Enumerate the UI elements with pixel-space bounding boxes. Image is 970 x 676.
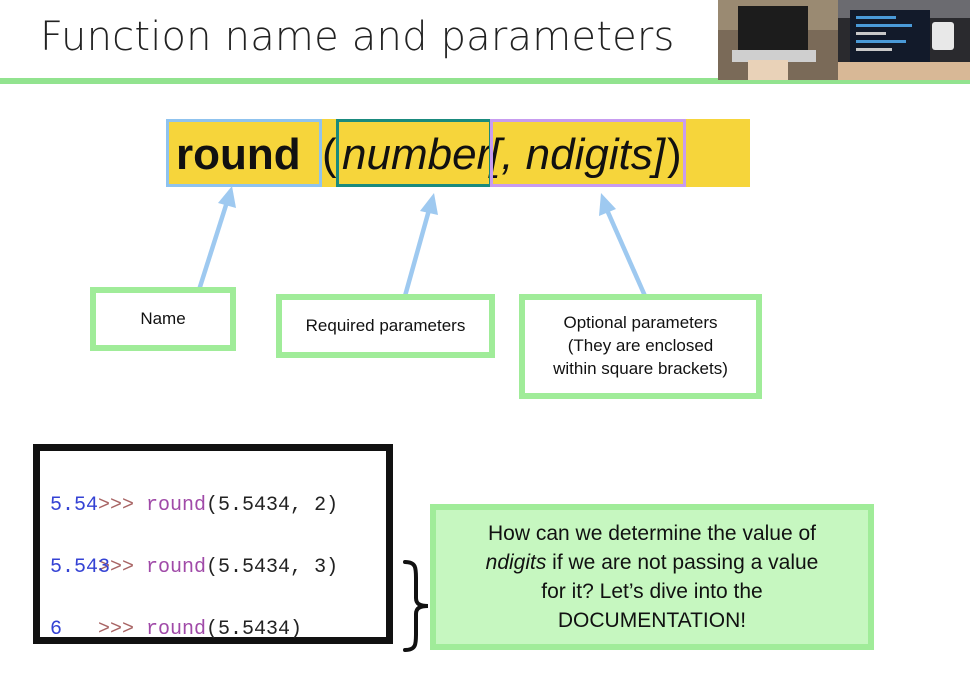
name-callout: Name (90, 287, 236, 351)
optional-callout: Optional parameters (They are enclosed w… (519, 294, 762, 399)
code-output: 6 (50, 618, 63, 641)
function-call: round (146, 556, 207, 579)
prompt: >>> (98, 618, 147, 641)
name-highlight-box (166, 119, 322, 187)
arrows (196, 186, 648, 297)
note-line: ndigits if we are not passing a value (486, 548, 819, 577)
code-line: >>> round(5.5434) (50, 583, 386, 641)
code-output: 5.543 (50, 556, 111, 579)
code-line: >>> round(5.5434, 3) (50, 521, 386, 579)
call-args: (5.5434) (206, 618, 303, 641)
note-line: DOCUMENTATION! (557, 609, 747, 632)
function-call: round (146, 618, 207, 641)
optional-callout-line: Optional parameters (563, 313, 718, 333)
ndigits-term: ndigits (485, 551, 547, 574)
open-paren: ( (322, 130, 337, 179)
documentation-note: How can we determine the value of ndigit… (430, 504, 874, 650)
title-rule (0, 78, 970, 84)
required-param: number (342, 130, 492, 179)
function-signature: round ( number [, ndigits] ) (168, 119, 750, 187)
code-example: >>> round(5.5434, 2) 5.54 >>> round(5.54… (33, 444, 393, 644)
code-output: 5.54 (50, 494, 99, 517)
optional-param: [, ndigits] (489, 130, 666, 179)
required-arrow (402, 193, 438, 297)
name-callout-label: Name (140, 308, 186, 328)
required-callout-label: Required parameters (305, 315, 466, 335)
code-line: >>> round(5.5434, 2) (50, 459, 386, 517)
close-paren: ) (667, 130, 682, 179)
note-line-rest: if we are not passing a value (546, 551, 819, 574)
note-line: How can we determine the value of (487, 522, 816, 545)
slide-title: Function name and parameters (40, 14, 675, 60)
function-call: round (146, 494, 207, 517)
header-photo (718, 0, 970, 80)
optional-callout-line: (They are enclosed (567, 336, 714, 356)
prompt: >>> (98, 494, 147, 517)
prompt: >>> (98, 556, 147, 579)
optional-highlight-box (490, 119, 686, 187)
function-name: round (176, 130, 301, 179)
optional-arrow (599, 193, 648, 297)
required-callout: Required parameters (276, 294, 495, 358)
name-arrow (196, 186, 236, 291)
note-line: for it? Let’s dive into the (541, 580, 763, 603)
curly-brace-icon (403, 560, 429, 652)
call-args: (5.5434, 2) (206, 494, 339, 517)
call-args: (5.5434, 3) (206, 556, 339, 579)
optional-callout-line: within square brackets) (553, 358, 728, 378)
